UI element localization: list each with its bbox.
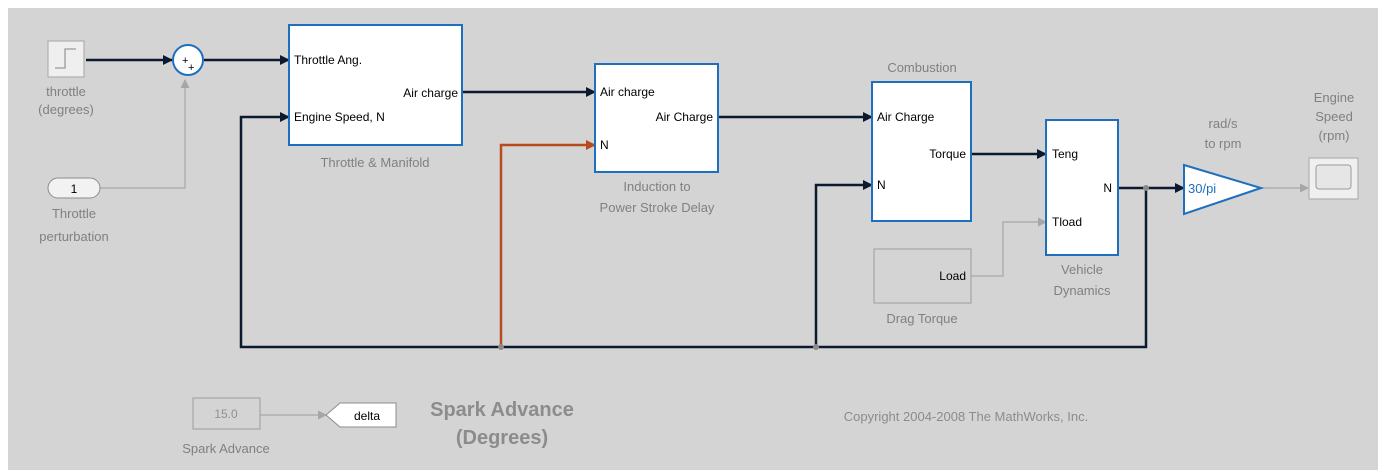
port-engine-speed: Engine Speed, N: [294, 110, 385, 124]
port-combustion-n: N: [877, 178, 886, 192]
combustion-title: Combustion: [887, 60, 956, 75]
throttle-perturbation-inport[interactable]: 1: [47, 177, 101, 199]
drag-torque-block[interactable]: Load: [873, 248, 972, 304]
port-tload: Tload: [1052, 215, 1082, 229]
gain-label-2: to rpm: [1205, 136, 1242, 151]
scope-label-2: Speed: [1315, 109, 1353, 124]
perturbation-label-1: Throttle: [52, 206, 96, 221]
signal-feedback-to-induction-n[interactable]: [499, 140, 596, 347]
vehicle-label-2: Dynamics: [1053, 283, 1111, 298]
port-induction-n: N: [600, 138, 609, 152]
goto-delta-value: delta: [354, 409, 380, 423]
branch-point: [813, 344, 819, 350]
signal-load-to-tload[interactable]: [971, 217, 1047, 277]
combustion-block[interactable]: Air Charge Torque N: [871, 81, 972, 222]
spark-advance-title-1: Spark Advance: [430, 399, 574, 421]
port-combustion-torque: Torque: [929, 147, 966, 161]
gain-value: 30/pi: [1188, 181, 1216, 196]
throttle-manifold-label: Throttle & Manifold: [320, 155, 429, 170]
spark-advance-title-2: (Degrees): [456, 427, 548, 449]
gain-label-1: rad/s: [1209, 116, 1238, 131]
throttle-label-1: throttle: [46, 84, 86, 99]
step-icon: [55, 48, 76, 69]
induction-delay-block[interactable]: Air charge Air Charge N: [594, 63, 719, 173]
model-canvas: throttle (degrees) + + 1 Throttle pertur…: [8, 8, 1378, 470]
port-throttle-ang: Throttle Ang.: [294, 53, 362, 67]
goto-delta-block[interactable]: delta: [325, 402, 397, 428]
perturbation-value: 1: [71, 182, 78, 196]
perturbation-label-2: perturbation: [39, 229, 108, 244]
port-induction-air-charge-in: Air charge: [600, 85, 655, 99]
drag-torque-label: Drag Torque: [886, 311, 957, 326]
spark-advance-constant[interactable]: 15.0: [192, 397, 261, 430]
vehicle-label-1: Vehicle: [1061, 262, 1103, 277]
scope-screen-icon: [1315, 164, 1352, 190]
port-combustion-air-charge: Air Charge: [877, 110, 935, 124]
scope-label-1: Engine: [1314, 90, 1354, 105]
port-teng: Teng: [1052, 147, 1078, 161]
signal-feedback-loop[interactable]: [239, 112, 1148, 349]
throttle-manifold-block[interactable]: Throttle Ang. Air charge Engine Speed, N: [288, 24, 463, 146]
simulink-diagram: throttle (degrees) + + 1 Throttle pertur…: [38, 24, 1359, 456]
copyright-note: Copyright 2004-2008 The MathWorks, Inc.: [844, 409, 1088, 424]
sum-block[interactable]: + +: [172, 44, 204, 76]
port-induction-air-charge-out: Air Charge: [656, 110, 714, 124]
spark-advance-label: Spark Advance: [182, 441, 269, 456]
branch-point: [1143, 185, 1149, 191]
port-air-charge-out: Air charge: [403, 86, 458, 100]
gain-block[interactable]: 30/pi: [1183, 163, 1265, 216]
throttle-label-2: (degrees): [38, 102, 94, 117]
spark-advance-value: 15.0: [214, 407, 238, 421]
signal-feedback-to-combustion-n[interactable]: [814, 180, 873, 347]
throttle-step-block[interactable]: [47, 40, 85, 78]
induction-label-2: Power Stroke Delay: [600, 200, 715, 215]
signal-perturbation-to-sum[interactable]: [100, 79, 190, 189]
branch-point: [498, 344, 504, 350]
scope-block[interactable]: [1308, 157, 1359, 200]
vehicle-dynamics-block[interactable]: Teng N Tload: [1045, 119, 1119, 256]
port-load: Load: [939, 269, 966, 283]
sum-plus-1: +: [182, 55, 188, 67]
sum-plus-2: +: [188, 62, 194, 74]
port-vehicle-n: N: [1103, 181, 1112, 195]
scope-label-3: (rpm): [1318, 128, 1349, 143]
induction-label-1: Induction to: [623, 179, 690, 194]
